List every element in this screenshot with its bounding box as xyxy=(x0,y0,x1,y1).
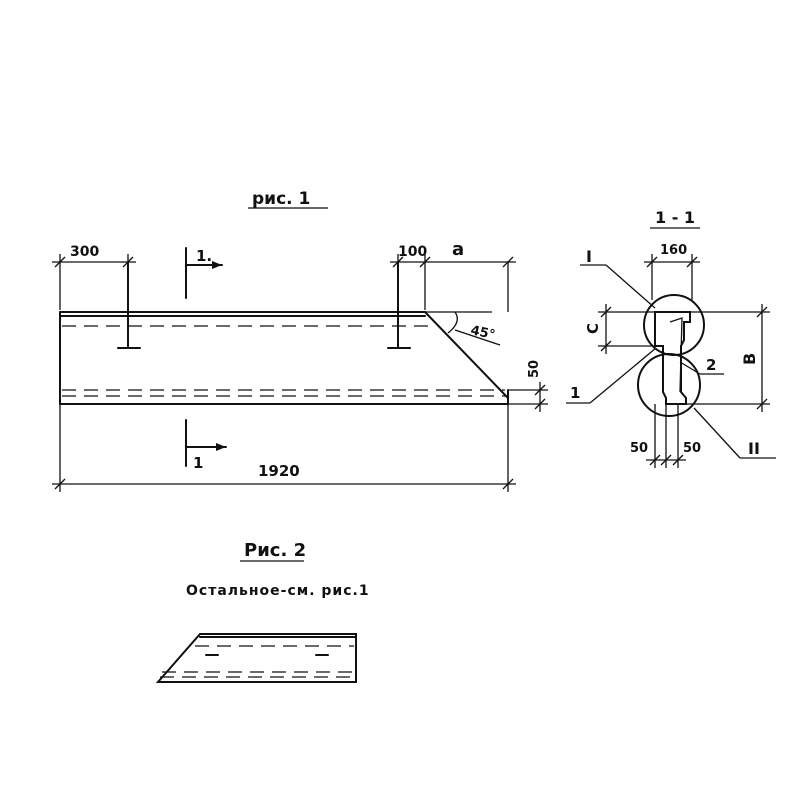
tick xyxy=(54,478,66,490)
dim-label-100: 100 xyxy=(398,244,427,260)
dim-label-bottom-left: 50 xyxy=(630,441,648,456)
figure-2: Рис. 2 Остальное-см. рис.1 xyxy=(155,540,370,683)
tick xyxy=(600,340,612,352)
tick xyxy=(646,256,658,268)
height-dimension: 50 xyxy=(508,360,548,412)
tick xyxy=(756,306,768,318)
section-title: 1 - 1 xyxy=(655,208,695,227)
tick xyxy=(502,478,514,490)
tick xyxy=(534,398,546,410)
tick xyxy=(756,398,768,410)
callout-2-leader xyxy=(679,361,701,375)
tick xyxy=(54,256,66,268)
section-1-1: 1 - 1 160 C B I 1 xyxy=(566,208,776,468)
section-mark-bottom-label: 1 xyxy=(193,454,203,472)
beam-elevation xyxy=(59,261,509,405)
top-dimensions: 300 100 a xyxy=(52,239,516,310)
label-b: B xyxy=(740,353,759,365)
dim-label-50: 50 xyxy=(527,360,542,378)
tick xyxy=(419,256,431,268)
overall-dimension: 1920 xyxy=(52,404,516,492)
tick xyxy=(660,454,672,466)
figure-1-title: рис. 1 xyxy=(252,189,310,209)
tick xyxy=(392,256,404,268)
tick xyxy=(649,454,661,466)
dim-label-a: a xyxy=(452,239,464,260)
detail-circle-II xyxy=(637,353,701,417)
tick xyxy=(502,256,514,268)
beam-bevel-edge xyxy=(424,311,509,399)
label-c: C xyxy=(584,323,602,334)
callout-I-leader xyxy=(605,264,656,309)
dim-label-overall: 1920 xyxy=(258,462,300,480)
callout-II-leader xyxy=(693,407,741,459)
tick xyxy=(686,256,698,268)
dim-label-300: 300 xyxy=(70,244,99,260)
callout-I-label: I xyxy=(586,247,592,266)
figure-1: рис. 1 3 xyxy=(52,189,548,492)
section-mark-top-label: 1. xyxy=(196,247,212,265)
angle-leader xyxy=(454,329,501,346)
tick xyxy=(600,306,612,318)
figure-2-title: Рис. 2 xyxy=(244,540,306,561)
callout-1-leader xyxy=(589,347,657,404)
cross-section-profile xyxy=(654,311,691,405)
callout-II-label: II xyxy=(748,439,760,458)
figure-2-beam-outline xyxy=(155,633,357,683)
arrow-head xyxy=(212,261,222,269)
angle-annotation: 45° xyxy=(447,311,501,346)
tick xyxy=(534,384,546,396)
callout-2-label: 2 xyxy=(706,356,716,374)
arrow-head xyxy=(216,443,226,451)
section-marks: 1. 1 xyxy=(185,247,227,472)
profile-inner-line xyxy=(669,317,683,393)
tick xyxy=(122,256,134,268)
angle-label: 45° xyxy=(469,323,496,343)
dim-label-160: 160 xyxy=(660,243,687,258)
callout-1-label: 1 xyxy=(570,384,580,402)
angle-arc xyxy=(447,311,458,334)
tick xyxy=(672,454,684,466)
dim-label-bottom-right: 50 xyxy=(683,441,701,456)
figure-2-note: Остальное-см. рис.1 xyxy=(186,583,370,599)
